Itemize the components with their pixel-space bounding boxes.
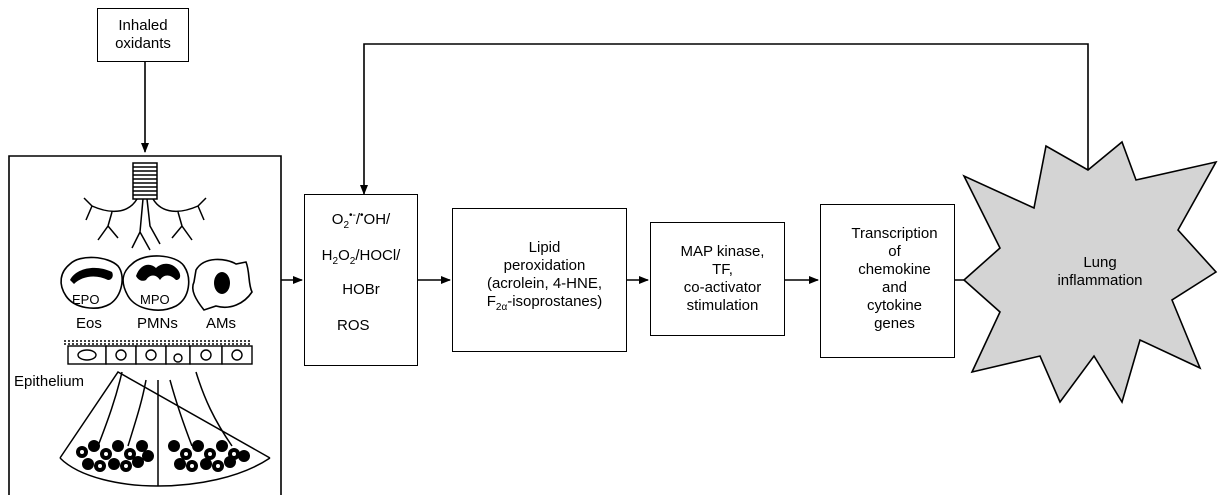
transcription-line3: chemokine (858, 261, 931, 278)
transcription-line2: of (888, 243, 901, 260)
lipid-line3: (acrolein, 4-HNE, (486, 275, 603, 292)
pmns-label: PMNs (137, 315, 178, 332)
inhaled-oxidants-box: Inhaled oxidants (97, 8, 189, 62)
alveolar-sacs (76, 440, 250, 472)
eos-label: Eos (76, 315, 102, 332)
epithelium-layer (64, 340, 253, 365)
ros-box: O2•-/•OH/ H2O2/HOCl/ HOBr ROS (304, 194, 418, 366)
mpo-label: MPO (140, 292, 170, 307)
transcription-line5: cytokine (866, 297, 923, 314)
map-kinase-box: MAP kinase, TF, co-activator stimulation (650, 222, 785, 336)
inhaled-label: Inhaled (118, 17, 168, 34)
lung-panel-border (8, 155, 282, 495)
inflammation-line2: inflammation (1057, 272, 1143, 289)
ros-species-line2: H2O2/HOCl/ (321, 247, 401, 267)
trachea-illustration (83, 162, 207, 251)
transcription-box: Transcription of chemokine and cytokine … (820, 204, 955, 358)
ros-species-line3: HOBr (342, 281, 380, 298)
kinase-line3: co-activator (683, 279, 762, 296)
inflammation-starburst (962, 140, 1218, 404)
lipid-peroxidation-box: Lipid peroxidation (acrolein, 4-HNE, F2α… (452, 208, 627, 352)
neutrophil-cell (122, 255, 190, 311)
feedback-loop-arrow (360, 43, 1089, 195)
inflammation-line1: Lung (1083, 254, 1117, 271)
alveoli-illustration (59, 371, 271, 487)
eosinophil-cell (60, 256, 123, 309)
ros-label: ROS (337, 317, 370, 334)
lipid-line4: F2α-isoprostanes) (486, 293, 603, 313)
transcription-line1: Transcription (851, 225, 938, 242)
ams-label: AMs (206, 315, 236, 332)
transcription-line6: genes (874, 315, 915, 332)
lipid-line1: Lipid (528, 239, 561, 256)
epithelium-label: Epithelium (14, 373, 85, 390)
oxidants-label: oxidants (115, 35, 171, 52)
epo-label: EPO (72, 292, 100, 307)
transcription-line4: and (881, 279, 908, 296)
kinase-line2: TF, (712, 261, 733, 278)
kinase-line4: stimulation (686, 297, 759, 314)
alveolar-sac-highlights (80, 450, 236, 468)
inflammation-label: Lung inflammation (1040, 254, 1160, 290)
lipid-line2: peroxidation (503, 257, 586, 274)
macrophage-cell (191, 258, 253, 311)
ros-species-line1: O2•-/•OH/ (331, 210, 391, 231)
kinase-line1: MAP kinase, (680, 243, 765, 260)
